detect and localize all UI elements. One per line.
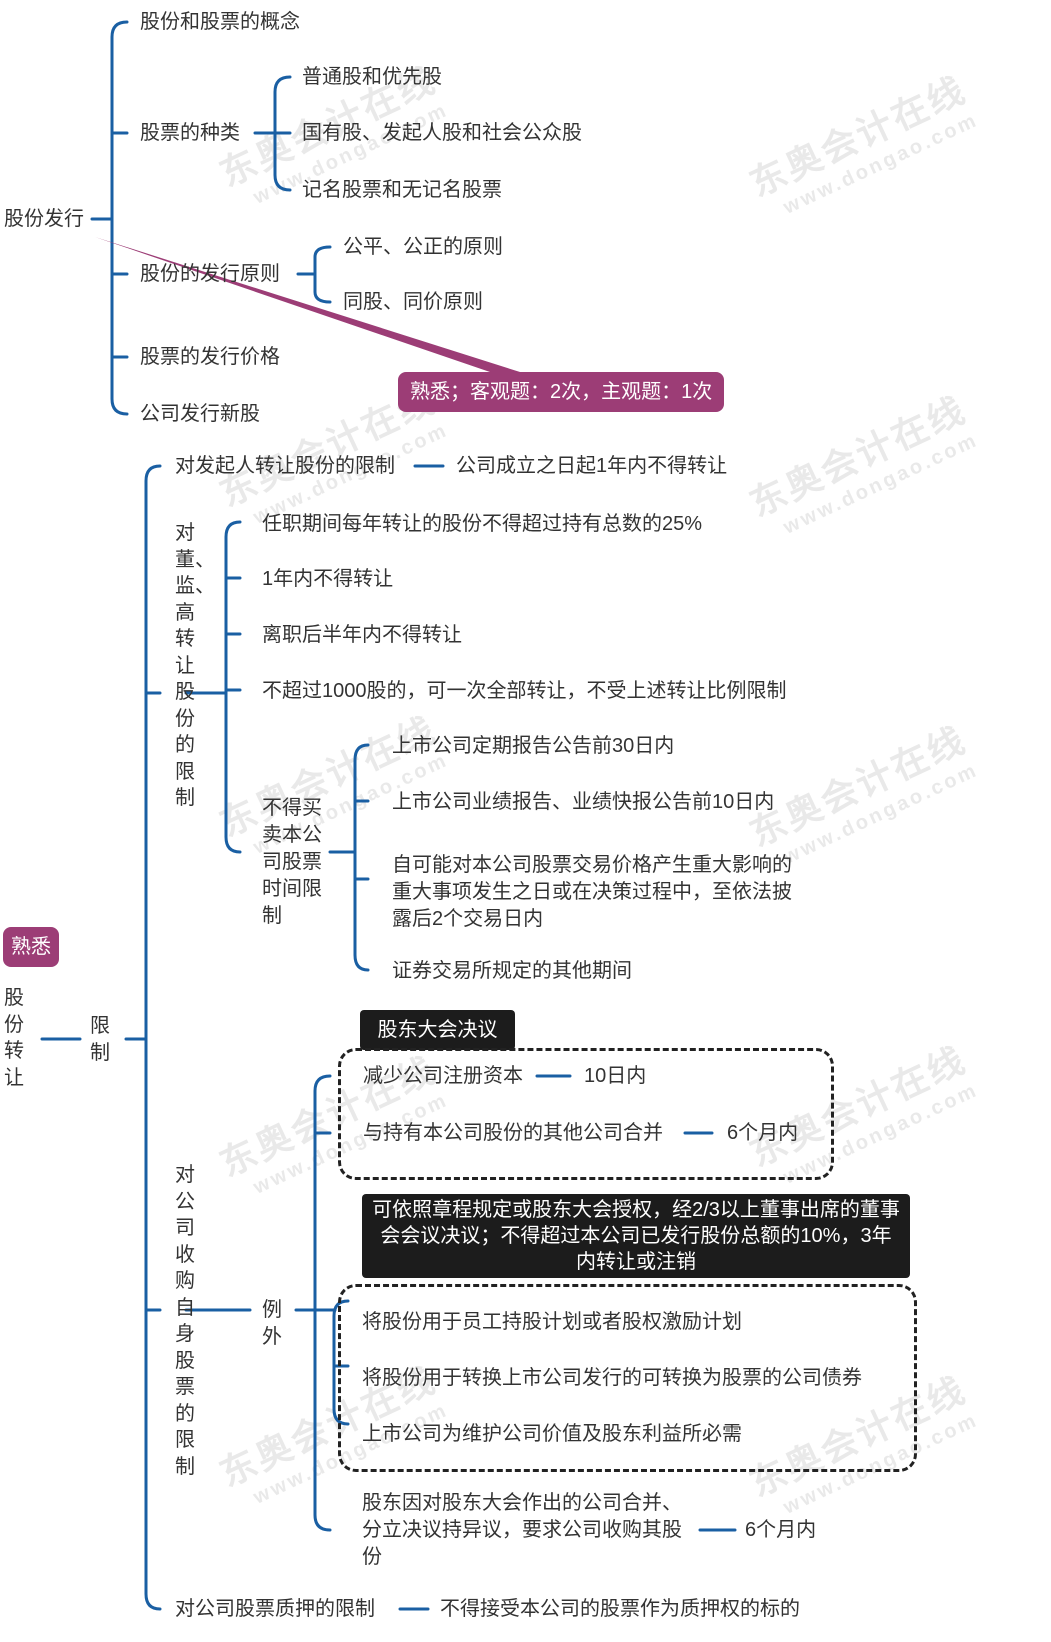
node-dsh-item-4: 不超过1000股的，可一次全部转让，不受上述转让比例限制	[262, 680, 787, 702]
node-buyback-restriction: 对公司收购自身股票的限制	[175, 1164, 195, 1478]
node-no-trade-period: 不得买卖本公司股票时间限制	[262, 797, 322, 927]
node-board-item-1: 将股份用于员工持股计划或者股权激励计划	[362, 1311, 742, 1333]
node-pledge-restriction: 对公司股票质押的限制	[175, 1598, 375, 1620]
node-dsh-restriction: 对董、监、高转让股份的限制	[175, 522, 215, 809]
node-merge: 与持有本公司股份的其他公司合并	[363, 1122, 663, 1144]
node-restriction: 限制	[90, 1015, 110, 1064]
node-dissent: 股东因对股东大会作出的公司合并、分立决议持异议，要求公司收购其股份	[362, 1492, 682, 1568]
node-no-trade-2: 上市公司业绩报告、业绩快报公告前10日内	[392, 791, 775, 813]
node-no-trade-3: 自可能对本公司股票交易价格产生重大影响的重大事项发生之日或在决策过程中，至依法披…	[392, 854, 792, 930]
root-node-share-transfer: 股份转让	[4, 987, 24, 1089]
node-new-shares: 公司发行新股	[140, 403, 260, 425]
familiar-badge: 熟悉	[3, 927, 59, 967]
node-stock-type-2: 国有股、发起人股和社会公众股	[302, 122, 582, 144]
node-dsh-item-3: 离职后半年内不得转让	[262, 624, 462, 646]
node-dissent-value: 6个月内	[745, 1519, 817, 1541]
node-share-concept: 股份和股票的概念	[140, 11, 300, 33]
node-issue-principles: 股份的发行原则	[140, 263, 280, 285]
node-no-trade-1: 上市公司定期报告公告前30日内	[392, 735, 675, 757]
node-no-trade-4: 证券交易所规定的其他期间	[392, 960, 632, 982]
note-badge: 熟悉；客观题：2次，主观题：1次	[398, 372, 725, 412]
node-dsh-item-1: 任职期间每年转让的股份不得超过持有总数的25%	[262, 513, 703, 535]
node-pledge-value: 不得接受本公司的股票作为质押权的标的	[440, 1598, 800, 1620]
node-board-item-3: 上市公司为维护公司价值及股东利益所必需	[362, 1423, 742, 1445]
root-node-share-issuance: 股份发行	[4, 208, 84, 230]
note-pointer	[95, 237, 520, 372]
node-founder-value: 公司成立之日起1年内不得转让	[456, 455, 728, 477]
node-founder-restriction: 对发起人转让股份的限制	[175, 455, 395, 477]
node-exception: 例外	[262, 1299, 282, 1348]
shareholder-resolution-box: 股东大会决议	[360, 1010, 515, 1050]
shareholder-resolution-group	[338, 1048, 834, 1180]
board-resolution-group	[338, 1284, 917, 1472]
node-reduce-capital: 减少公司注册资本	[363, 1065, 523, 1087]
board-resolution-box: 可依照章程规定或股东大会授权，经2/3以上董事出席的董事会会议决议；不得超过本公…	[362, 1194, 910, 1278]
node-stock-type-3: 记名股票和无记名股票	[302, 179, 502, 201]
node-board-item-2: 将股份用于转换上市公司发行的可转换为股票的公司债券	[362, 1367, 862, 1389]
node-reduce-capital-value: 10日内	[584, 1065, 647, 1087]
node-stock-type-1: 普通股和优先股	[302, 66, 442, 88]
node-issue-price: 股票的发行价格	[140, 346, 280, 368]
node-stock-types: 股票的种类	[140, 122, 240, 144]
node-principle-2: 同股、同价原则	[343, 291, 483, 313]
node-merge-value: 6个月内	[727, 1122, 799, 1144]
node-principle-1: 公平、公正的原则	[343, 236, 503, 258]
node-dsh-item-2: 1年内不得转让	[262, 568, 394, 590]
